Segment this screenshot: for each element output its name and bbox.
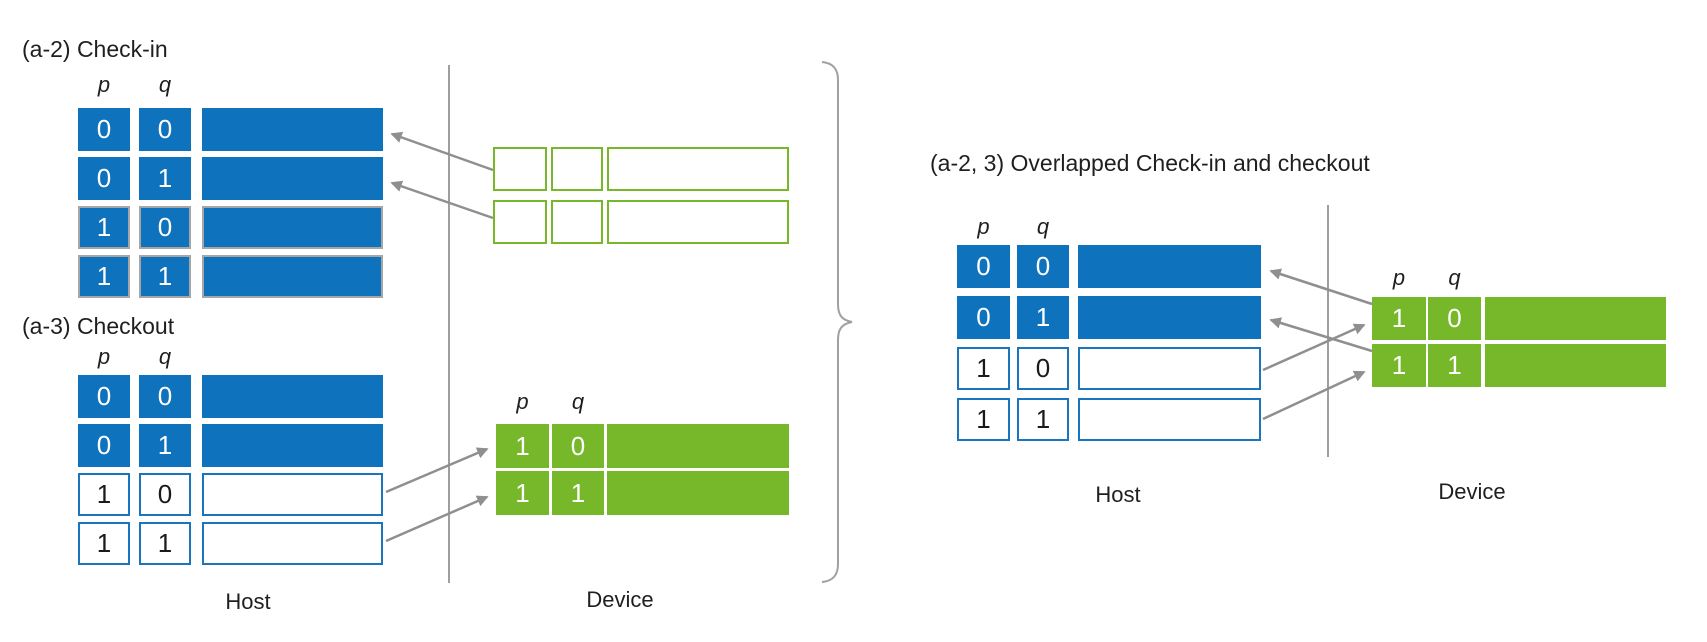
checkout-cell-p: 1 [78, 522, 130, 565]
right-device-data-bar [1485, 297, 1666, 340]
overlap-checkin-arrow-1 [1269, 268, 1373, 306]
checkin-title: (a-2) Check-in [22, 36, 168, 62]
checkin-data-bar [202, 108, 383, 151]
checkout-cell-p: 1 [78, 473, 130, 516]
checkin-cell-p: 1 [78, 255, 130, 298]
right-device-label: Device [1438, 479, 1506, 504]
left-device-cell-q: 0 [552, 424, 604, 468]
checkin-data-bar [202, 255, 383, 298]
right-host-data-bar-empty [1078, 347, 1261, 390]
checkout-cell-q: 1 [139, 424, 191, 467]
right-device-cell-q: 1 [1428, 344, 1481, 387]
right-host-header-p: p [977, 214, 990, 239]
device-buffer-bar [607, 200, 789, 244]
checkin-cell-p: 0 [78, 108, 130, 151]
checkout-cell-q: 0 [139, 375, 191, 418]
right-device-cell-p: 1 [1372, 297, 1426, 340]
right-device-header-q: q [1448, 265, 1461, 290]
checkout-cell-p: 0 [78, 375, 130, 418]
left-device-data-bar [607, 471, 789, 515]
left-host-label: Host [225, 589, 271, 614]
right-device-header-p: p [1392, 265, 1406, 290]
device-buffer-bar [607, 147, 789, 191]
overlap-checkout-arrow-2 [1262, 370, 1366, 421]
overlap-checkout-arrow-1 [1262, 323, 1366, 372]
left-device-header-q: q [571, 389, 585, 414]
checkout-data-bar-empty [202, 522, 383, 565]
checkout-arrow-1 [385, 447, 489, 494]
checkin-data-bar [202, 206, 383, 249]
right-host-cell-p: 0 [957, 296, 1010, 339]
device-buffer-box [551, 200, 603, 244]
device-buffer-box [493, 200, 547, 244]
left-device-cell-p: 1 [496, 424, 549, 468]
right-host-data-bar [1078, 296, 1261, 339]
left-device-data-bar [607, 424, 789, 468]
right-host-cell-p: 1 [957, 398, 1010, 441]
checkin-cell-q: 1 [139, 255, 191, 298]
checkin-arrow-1 [390, 131, 494, 172]
checkin-cell-q: 0 [139, 108, 191, 151]
overlap-checkin-arrow-2 [1269, 317, 1373, 353]
checkout-cell-q: 0 [139, 473, 191, 516]
left-device-cell-q: 1 [552, 471, 604, 515]
checkin-cell-q: 1 [139, 157, 191, 200]
right-host-data-bar-empty [1078, 398, 1261, 441]
checkout-data-bar [202, 424, 383, 467]
checkin-cell-p: 1 [78, 206, 130, 249]
checkout-arrow-2 [385, 495, 489, 543]
right-device-cell-p: 1 [1372, 344, 1426, 387]
left-device-label: Device [586, 587, 654, 612]
overlapped-title: (a-2, 3) Overlapped Check-in and checkou… [930, 150, 1370, 176]
checkout-title: (a-3) Checkout [22, 313, 175, 339]
right-host-header-q: q [1036, 214, 1050, 239]
checkout-data-bar [202, 375, 383, 418]
checkout-header-p: p [97, 344, 111, 369]
checkin-cell-p: 0 [78, 157, 130, 200]
group-brace [821, 61, 853, 583]
right-host-label: Host [1095, 482, 1141, 507]
checkin-header-q: q [158, 72, 172, 97]
right-host-data-bar [1078, 245, 1261, 288]
checkout-cell-q: 1 [139, 522, 191, 565]
left-device-header-p: p [516, 389, 529, 414]
right-host-cell-q: 1 [1017, 296, 1069, 339]
checkin-arrow-2 [390, 180, 494, 220]
checkout-data-bar-empty [202, 473, 383, 516]
device-buffer-box [493, 147, 547, 191]
left-device-cell-p: 1 [496, 471, 549, 515]
right-device-data-bar [1485, 344, 1666, 387]
checkout-cell-p: 0 [78, 424, 130, 467]
checkout-header-q: q [158, 344, 172, 369]
right-host-cell-q: 0 [1017, 245, 1069, 288]
right-host-cell-q: 0 [1017, 347, 1069, 390]
checkin-data-bar [202, 157, 383, 200]
device-buffer-box [551, 147, 603, 191]
right-device-cell-q: 0 [1428, 297, 1481, 340]
right-host-cell-q: 1 [1017, 398, 1069, 441]
checkin-cell-q: 0 [139, 206, 191, 249]
checkin-header-p: p [97, 72, 111, 97]
right-host-cell-p: 1 [957, 347, 1010, 390]
right-host-cell-p: 0 [957, 245, 1010, 288]
